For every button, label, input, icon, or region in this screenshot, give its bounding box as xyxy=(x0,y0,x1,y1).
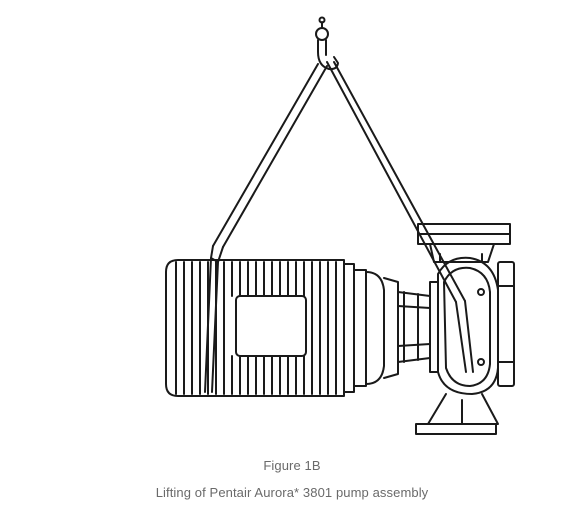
figure-label: Figure 1B xyxy=(263,458,321,473)
right-sling xyxy=(326,61,474,373)
discharge-flange xyxy=(417,223,511,263)
coupling-frame xyxy=(383,277,439,379)
pump-base xyxy=(415,393,499,435)
suction-flange xyxy=(497,261,515,387)
lifting-hook xyxy=(315,16,339,71)
figure-caption: Lifting of Pentair Aurora* 3801 pump ass… xyxy=(155,485,429,500)
motor xyxy=(165,259,385,397)
